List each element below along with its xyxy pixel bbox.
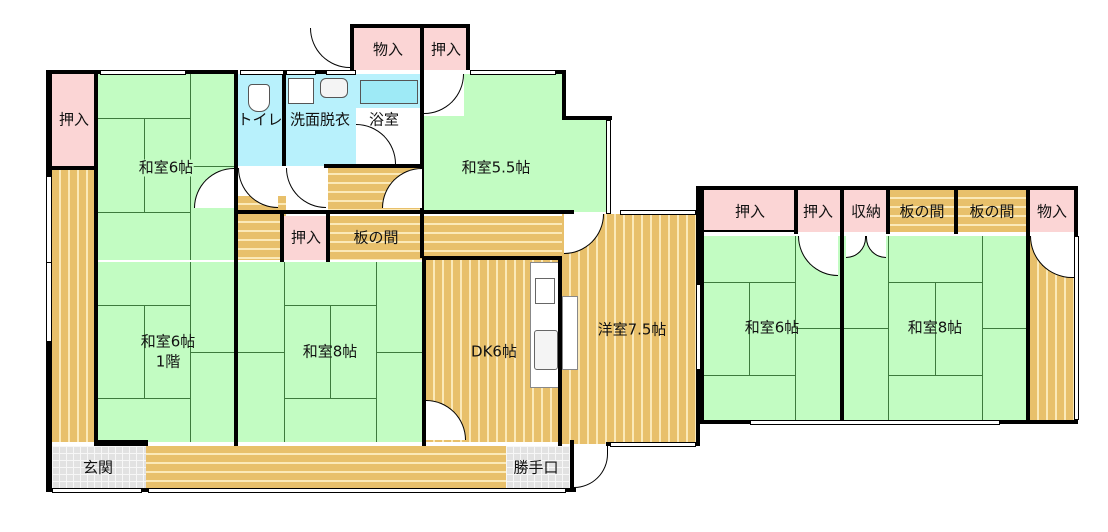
south-corridor bbox=[146, 446, 536, 490]
washer-icon bbox=[288, 78, 314, 104]
genkan bbox=[52, 446, 146, 490]
west-corridor bbox=[52, 168, 98, 442]
label-itanoma-mid: 板の間 bbox=[353, 228, 399, 247]
label-toilet: トイレ bbox=[237, 110, 283, 129]
label-katteguchi: 勝手口 bbox=[513, 458, 559, 477]
label-oshiire-top: 押入 bbox=[430, 40, 462, 59]
yoshitsu bbox=[562, 214, 700, 444]
label-bath: 浴室 bbox=[368, 110, 400, 129]
itanoma-east-2 bbox=[958, 190, 1026, 232]
label-monoire-top: 物入 bbox=[372, 40, 404, 59]
label-oshiire-west: 押入 bbox=[58, 110, 90, 129]
label-itanoma-east-1: 板の間 bbox=[899, 202, 945, 221]
label-shuno: 収納 bbox=[850, 202, 882, 221]
monoire-top bbox=[354, 28, 420, 70]
label-itanoma-east-2: 板の間 bbox=[969, 202, 1015, 221]
hall-wood-c bbox=[424, 216, 562, 256]
label-oshiire-mid: 押入 bbox=[290, 228, 322, 247]
label-washitsu6-nw: 和室6帖 bbox=[138, 158, 194, 177]
label-washitsu8-east: 和室8帖 bbox=[907, 318, 963, 337]
sink-icon bbox=[534, 330, 558, 370]
bathtub-icon bbox=[360, 80, 418, 104]
label-yoshitsu: 洋室7.5帖 bbox=[597, 320, 667, 339]
oshiire-west bbox=[52, 74, 98, 168]
door-entry-top bbox=[310, 28, 350, 68]
label-washitsu6-sw: 和室6帖 bbox=[140, 332, 196, 351]
label-oshiire-east-1: 押入 bbox=[734, 202, 766, 221]
katteguchi bbox=[506, 446, 574, 490]
hall-wood-a bbox=[238, 196, 286, 260]
washbasin-icon bbox=[320, 78, 348, 98]
washitsu55-cut bbox=[564, 70, 612, 120]
oshiire-east-1 bbox=[704, 190, 796, 232]
label-dk: DK6帖 bbox=[471, 342, 517, 361]
label-monoire-east: 物入 bbox=[1036, 202, 1068, 221]
label-senmen: 洗面脱衣 bbox=[289, 110, 351, 129]
oshiire-east-2 bbox=[798, 190, 840, 232]
oshiire-top bbox=[424, 28, 468, 70]
oshiire-mid bbox=[284, 216, 328, 260]
toilet-icon bbox=[248, 84, 270, 112]
monoire-east bbox=[1030, 190, 1074, 232]
label-washitsu55: 和室5.5帖 bbox=[461, 158, 531, 177]
itanoma-mid bbox=[330, 216, 422, 260]
door-katteguchi bbox=[574, 446, 608, 488]
label-genkan: 玄関 bbox=[82, 458, 114, 477]
stove-icon bbox=[535, 278, 555, 304]
label-floor: 1階 bbox=[155, 352, 181, 371]
shuno bbox=[844, 190, 888, 232]
label-washitsu6-east: 和室6帖 bbox=[744, 318, 800, 337]
label-oshiire-east-2: 押入 bbox=[802, 202, 834, 221]
counter-bump bbox=[562, 296, 578, 370]
itanoma-east-1 bbox=[890, 190, 956, 232]
label-washitsu8-s: 和室8帖 bbox=[302, 342, 358, 361]
